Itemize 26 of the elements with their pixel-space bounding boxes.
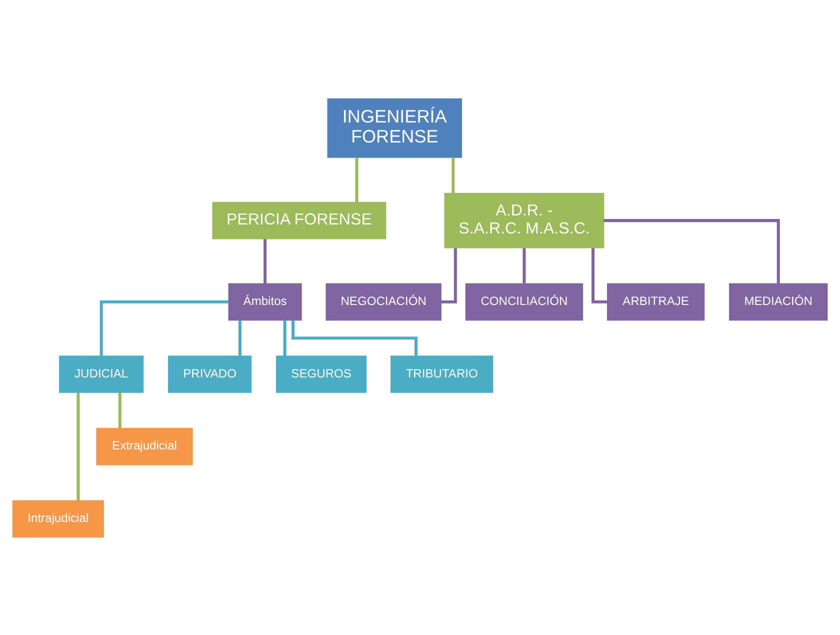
connector — [238, 320, 242, 356]
node-box: ARBITRAJE — [606, 282, 705, 320]
node-box: PERICIA FORENSE — [212, 201, 386, 239]
connector — [355, 156, 358, 202]
node-box: CONCILIACIÓN — [465, 282, 584, 320]
node-box: PRIVADO — [168, 355, 252, 392]
node-box: MEDIACIÓN — [729, 282, 828, 320]
node-box: Ámbitos — [228, 282, 302, 320]
connector — [592, 248, 608, 303]
connector — [118, 392, 122, 428]
connector — [440, 248, 457, 303]
connector — [522, 248, 526, 283]
node-box: A.D.R. - S.A.R.C. M.A.S.C. — [444, 192, 604, 248]
connector — [100, 300, 229, 356]
node-box: JUDICIAL — [59, 355, 144, 392]
node-box: Extrajudicial — [96, 427, 193, 465]
node-box: NEGOCIACIÓN — [326, 282, 442, 320]
connector — [283, 320, 286, 356]
connector — [264, 238, 267, 284]
node-box: SEGUROS — [276, 355, 367, 392]
node-box: INGENIERÍA FORENSE — [327, 98, 462, 158]
connector — [604, 218, 780, 283]
connector — [76, 392, 80, 500]
node-box: Intrajudicial — [12, 500, 104, 538]
connector — [452, 156, 455, 193]
node-box: TRIBUTARIO — [390, 355, 494, 392]
